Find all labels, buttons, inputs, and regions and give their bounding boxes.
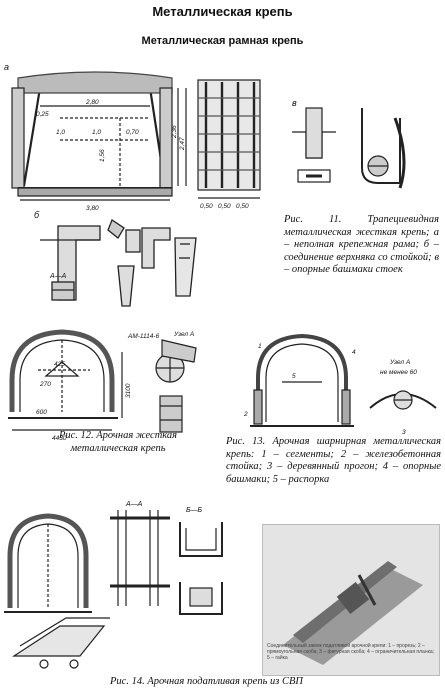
fig11-dim-156: 1,56 (99, 149, 106, 162)
fig14-photo-caption: Соединительный замок податливой арочной … (267, 643, 435, 661)
fig11-dim-050b: 0,50 (218, 203, 231, 210)
fig14-yielding-arch-drawing: А—А Б—Б (4, 501, 223, 669)
fig11-joint-drawing: б A—A (34, 210, 197, 307)
fig13-num-5: 5 (292, 373, 296, 380)
fig13-node-label: Узел А (389, 359, 410, 366)
fig12-dim-270: 270 (39, 381, 51, 388)
fig12-profile: АМ-1114-6 (127, 333, 160, 340)
fig13-hinged-arch-drawing: Узел А не менее 60 1 2 3 4 5 (243, 333, 437, 436)
fig13-num-4: 4 (352, 349, 356, 356)
fig12-dim-425: 425 (54, 361, 65, 368)
fig13-num-1: 1 (258, 343, 262, 350)
fig12-dim-4430: 4430 (52, 435, 67, 442)
fig11-label-v: в (292, 98, 297, 108)
fig11-dim-050a: 0,50 (200, 203, 213, 210)
fig11-dim-247: 2,47 (179, 137, 186, 151)
fig12-node-label: Узел А (173, 331, 194, 338)
fig11-dim-050c: 0,50 (236, 203, 249, 210)
fig11-dim-top: 2,80 (85, 99, 99, 106)
fig14-section-aa: А—А (125, 501, 143, 508)
fig11-dim-10b: 1,0 (92, 129, 101, 136)
page-title: Металлическая крепь (152, 4, 293, 19)
fig14-photo: Соединительный замок податливой арочной … (262, 524, 440, 676)
fig13-num-2: 2 (243, 411, 248, 418)
fig11-label-b: б (34, 210, 40, 220)
fig12-dim-3100: 3100 (125, 383, 132, 398)
fig11-dim-bottom: 3,80 (86, 205, 99, 212)
fig13-num-3: 3 (402, 429, 406, 436)
fig11-dim-025: 0,25 (36, 111, 49, 118)
fig12-dim-600: 600 (36, 409, 47, 416)
fig14-caption: Рис. 14. Арочная податливая крепь из СВП (110, 676, 303, 687)
fig11-dim-236: 2,36 (171, 125, 178, 139)
fig11-label-a: а (4, 62, 9, 72)
fig13-caption: Рис. 13. Арочная шарнирная металлическая… (226, 436, 441, 485)
fig11-caption: Рис. 11. Трапециевидная металлическая же… (284, 214, 439, 275)
fig11-dim-070: 0,70 (126, 129, 139, 136)
fig14-section-bb: Б—Б (186, 507, 203, 514)
fig14-photo-image (283, 561, 423, 665)
fig13-min-label: не менее 60 (380, 369, 417, 376)
fig11-dim-10a: 1,0 (56, 129, 65, 136)
fig11-section-aa: A—A (49, 273, 67, 280)
fig12-arch-drawing: 425 270 600 4430 3100 Узел А АМ-1114-6 (8, 329, 197, 442)
fig12-caption: Рис. 12. Арочная жесткая металлическая к… (58, 430, 178, 454)
fig11-trapezoid-frame-drawing: а 2,80 0,25 1,0 1,0 0,70 1,56 2,36 2,47 … (4, 62, 406, 212)
section-subtitle: Металлическая рамная крепь (141, 35, 304, 47)
